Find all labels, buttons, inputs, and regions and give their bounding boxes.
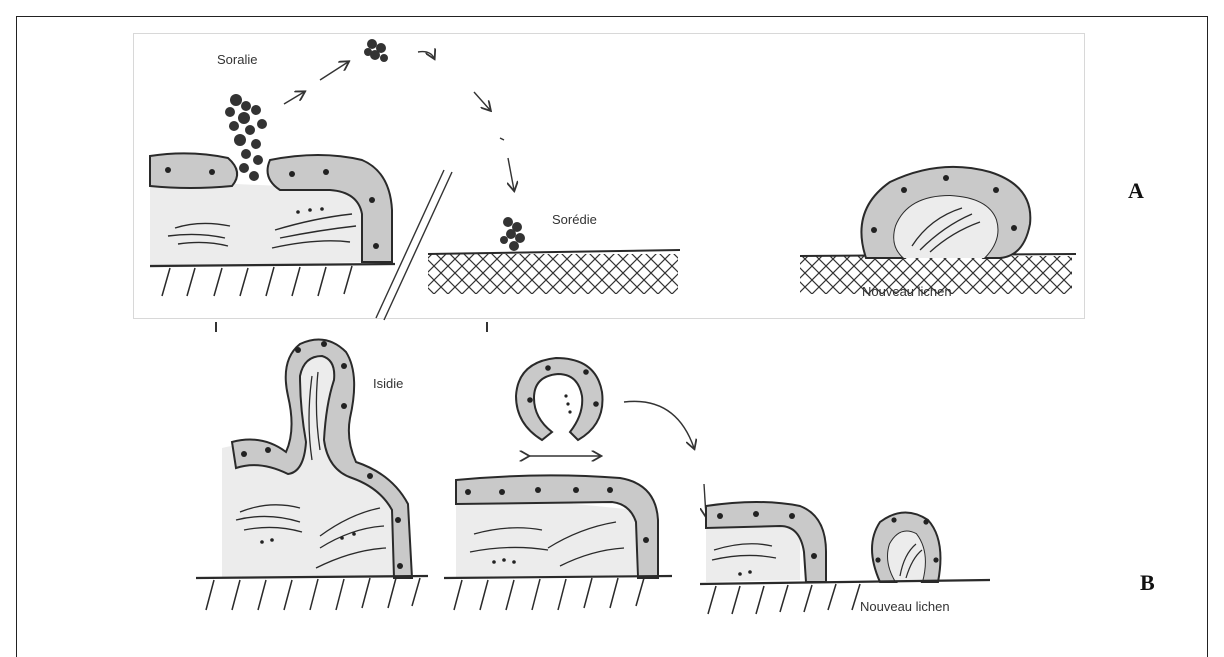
substrate-hatches-b — [708, 584, 860, 614]
soredia-cluster — [364, 39, 388, 62]
thallus-middle — [444, 475, 672, 610]
soralie-label: Soralie — [217, 52, 257, 67]
soredia-cluster — [500, 217, 525, 251]
substrate-soredium — [428, 250, 680, 294]
soredie-label: Sorédie — [552, 212, 597, 227]
panel-a-letter: A — [1128, 178, 1144, 203]
detached-isidium — [516, 358, 603, 456]
isidie-label: Isidie — [373, 376, 403, 391]
thallus-with-soralium — [150, 153, 395, 296]
thallus-right — [706, 502, 826, 582]
panel-b: Isidie Nouveau lichen B — [196, 340, 1155, 615]
stray-marks — [216, 322, 487, 332]
new-lichen-b — [872, 512, 940, 582]
panel-a: Soralie Sorédie Nouveau lichen A — [150, 39, 1144, 320]
nouveau-lichen-label-a: Nouveau lichen — [862, 284, 952, 299]
panel-b-letter: B — [1140, 570, 1155, 595]
nouveau-lichen-label-b: Nouveau lichen — [860, 599, 950, 614]
new-lichen-a — [800, 167, 1076, 294]
